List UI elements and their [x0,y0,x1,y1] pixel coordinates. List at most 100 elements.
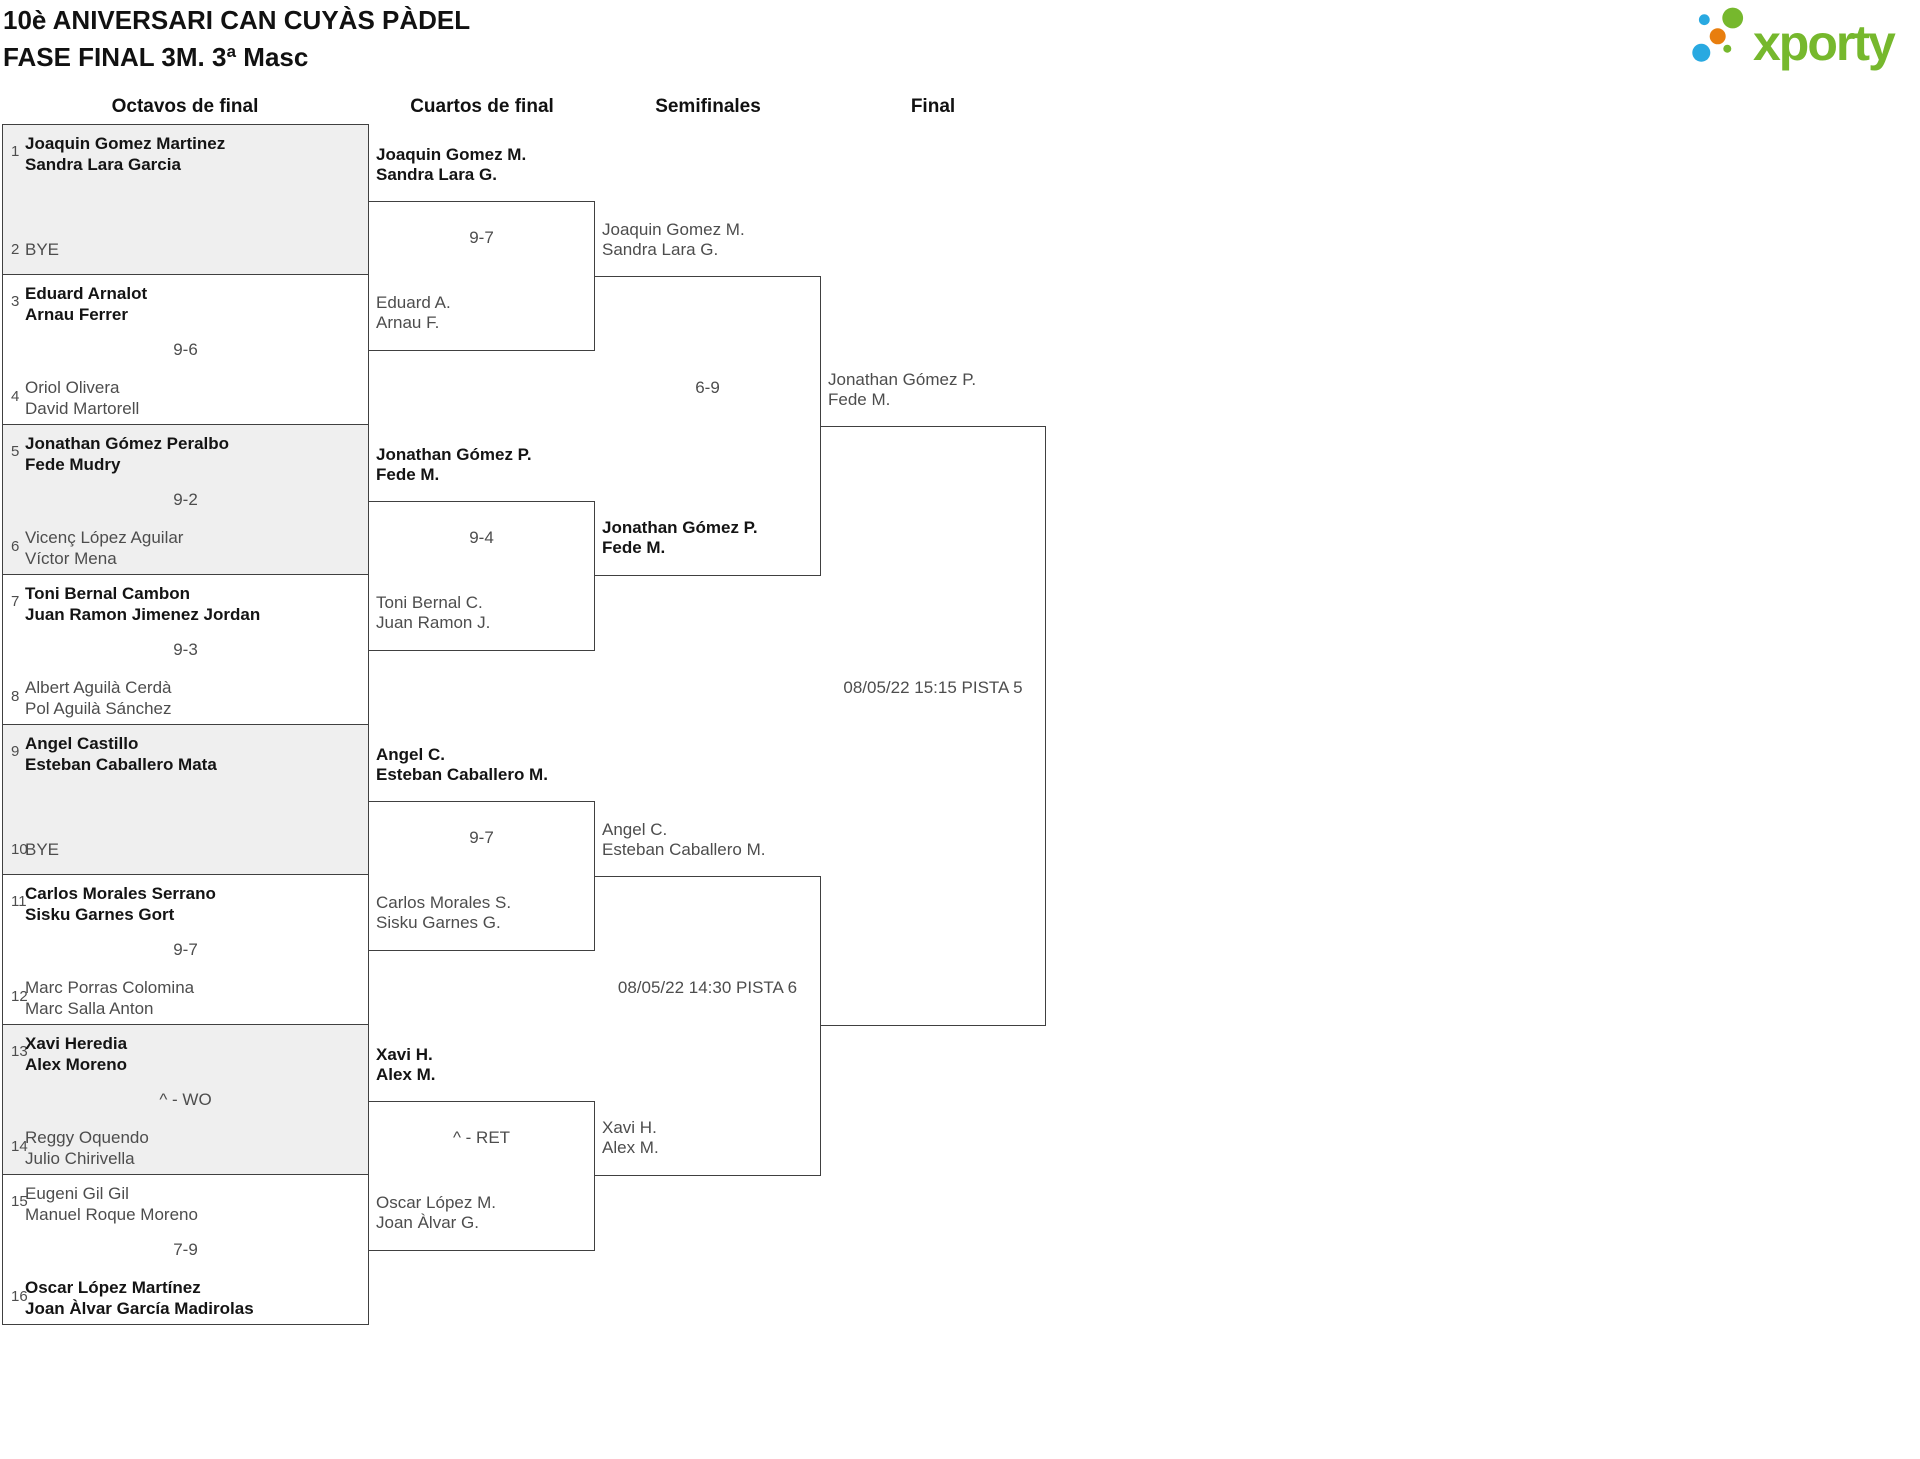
logo-dot-icon [1698,14,1710,26]
team-name: Eduard Arnalot [25,284,148,303]
seed-number: 14 [11,1138,28,1155]
match-score: 9-7 [469,228,494,247]
seed-number: 4 [11,388,20,405]
round-header-octavos: Octavos de final [111,96,259,117]
team-name: Pol Aguilà Sánchez [25,699,172,718]
team-name: Joan Àlvar G. [376,1213,479,1232]
round-header-cuartos: Cuartos de final [410,96,554,117]
seed-number: 16 [11,1288,28,1305]
match-score: 9-3 [173,639,198,659]
team-name: Esteban Caballero M. [602,840,766,859]
team-name: Joaquin Gomez Martinez [25,134,226,153]
team-name: Carlos Morales Serrano [25,884,216,903]
phase-name: FASE FINAL 3M. 3ª Masc [3,42,309,72]
round-header-final: Final [910,96,956,117]
team-name: Fede Mudry [25,455,121,474]
team-name: Esteban Caballero Mata [25,755,217,774]
team-name: Sandra Lara G. [376,165,497,184]
logo-dot-icon [1692,43,1711,62]
match-octavos-7: 13 Xavi Heredia Alex Moreno ^ - WO 14 Re… [2,1024,369,1175]
team-name: Jonathan Gómez P. [828,370,977,389]
team-name: Jonathan Gómez P. [376,445,532,464]
team-name: BYE [25,840,60,859]
team-name: Fede M. [376,465,440,484]
team-name: Juan Ramon Jimenez Jordan [25,605,261,624]
team-name: Arnau F. [376,313,440,332]
seed-number: 6 [11,538,20,555]
team-name: Angel C. [602,820,668,839]
team-name: Fede M. [828,390,891,409]
team-name: Xavi H. [376,1045,433,1064]
team-name: Angel Castillo [25,734,139,753]
team-name: Alex M. [376,1065,436,1084]
team-name: Marc Salla Anton [25,999,154,1018]
logo-dot-icon [1722,7,1744,29]
team-name: Angel C. [376,745,445,764]
team-name: Marc Porras Colomina [25,978,195,997]
team-name: Xavi Heredia [25,1034,128,1053]
seed-number: 13 [11,1043,28,1060]
team-name: Jonathan Gómez P. [602,518,758,537]
seed-number: 3 [11,293,20,310]
team-name: Manuel Roque Moreno [25,1205,198,1224]
team-name: Joaquin Gomez M. [602,220,745,239]
match-octavos-2: 3 Eduard Arnalot Arnau Ferrer 9-6 4 Orio… [2,274,369,425]
team-name: Jonathan Gómez Peralbo [25,434,230,453]
match-octavos-3: 5 Jonathan Gómez Peralbo Fede Mudry 9-2 … [2,424,369,575]
seed-number: 7 [11,593,20,610]
team-name: Sisku Garnes G. [376,913,501,932]
xporty-logo[interactable]: xporty [1689,5,1920,80]
match-cuartos-2: Jonathan Gómez P. Fede M. 9-4 Toni Berna… [369,445,595,651]
seed-number: 9 [11,743,20,760]
logo-wordmark: xporty [1753,15,1896,71]
team-name: Albert Aguilà Cerdà [25,678,172,697]
match-octavos-6: 11 Carlos Morales Serrano Sisku Garnes G… [2,874,369,1025]
team-name: David Martorell [25,399,140,418]
round-header-semifinales: Semifinales [655,96,761,117]
match-score: ^ - WO [159,1089,212,1109]
team-name: Víctor Mena [25,549,117,568]
seed-number: 8 [11,688,20,705]
team-name: Vicenç López Aguilar [25,528,184,547]
team-name: Sandra Lara Garcia [25,155,181,174]
team-name: Eduard A. [376,293,451,312]
team-name: Juan Ramon J. [376,613,491,632]
team-name: Toni Bernal C. [376,593,483,612]
team-name: Esteban Caballero M. [376,765,548,784]
team-name: Fede M. [602,538,666,557]
match-octavos-5: 9 Angel Castillo Esteban Caballero Mata … [2,724,369,875]
team-name: Eugeni Gil Gil [25,1184,129,1203]
team-name: Julio Chirivella [25,1149,135,1168]
match-cuartos-3: Angel C. Esteban Caballero M. 9-7 Carlos… [369,745,595,951]
team-name: Joan Àlvar García Madirolas [25,1299,254,1318]
match-octavos-1: 1 Joaquin Gomez Martinez Sandra Lara Gar… [2,124,369,275]
seed-number: 11 [11,893,27,910]
logo-dot-icon [1709,28,1726,45]
seed-number: 12 [11,988,28,1005]
team-name: Arnau Ferrer [25,305,128,324]
team-name: Reggy Oquendo [25,1128,149,1147]
seed-number: 1 [11,143,20,160]
match-score: 6-9 [695,378,720,397]
team-name: BYE [25,240,60,259]
seed-number: 15 [11,1193,28,1210]
match-cuartos-1: Joaquin Gomez M. Sandra Lara G. 9-7 Edua… [369,145,595,351]
seed-number: 5 [11,443,20,460]
team-name: Carlos Morales S. [376,893,512,912]
match-semifinal-1: Joaquin Gomez M. Sandra Lara G. 6-9 Jona… [595,220,821,576]
team-name: Xavi H. [602,1118,657,1137]
team-name: Oscar López Martínez [25,1278,201,1297]
match-octavos-4: 7 Toni Bernal Cambon Juan Ramon Jimenez … [2,574,369,725]
match-score: 7-9 [173,1239,198,1259]
match-score: 9-7 [173,939,198,959]
match-cuartos-4: Xavi H. Alex M. ^ - RET Oscar López M. J… [369,1045,595,1251]
match-score: 9-2 [173,489,198,509]
seed-number: 10 [11,841,28,858]
match-score: 9-6 [173,339,198,359]
match-score: 9-7 [469,828,494,847]
team-name: Oscar López M. [376,1193,496,1212]
match-schedule: 08/05/22 14:30 PISTA 6 [617,978,798,997]
team-name: Joaquin Gomez M. [376,145,527,164]
match-score: ^ - RET [452,1128,511,1147]
